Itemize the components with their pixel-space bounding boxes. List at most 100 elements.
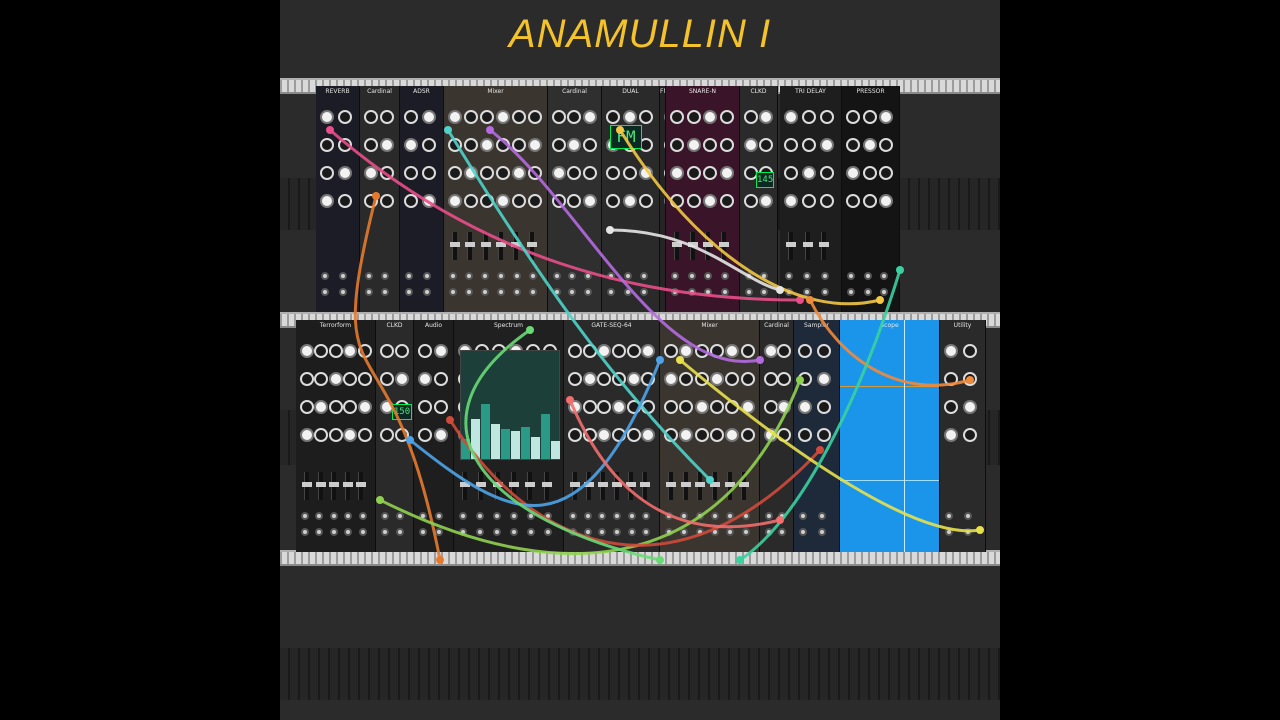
jack[interactable] xyxy=(419,528,427,536)
knob[interactable] xyxy=(879,194,894,208)
jack[interactable] xyxy=(405,288,413,296)
jack[interactable] xyxy=(704,272,712,280)
row2-module-8[interactable]: Scope xyxy=(840,320,940,552)
knob[interactable] xyxy=(670,166,684,180)
fader[interactable] xyxy=(342,472,353,500)
jack[interactable] xyxy=(339,272,347,280)
knob[interactable] xyxy=(464,110,478,124)
knob[interactable] xyxy=(552,166,566,180)
jack[interactable] xyxy=(544,528,552,536)
knob[interactable] xyxy=(380,194,394,208)
fader[interactable] xyxy=(739,472,750,500)
knob[interactable] xyxy=(664,372,678,386)
jack[interactable] xyxy=(785,288,793,296)
knob[interactable] xyxy=(380,166,394,180)
knob[interactable] xyxy=(703,194,717,208)
knob[interactable] xyxy=(364,138,378,152)
jack[interactable] xyxy=(760,272,768,280)
knob[interactable] xyxy=(944,372,958,386)
row1-module-0[interactable]: REVERB xyxy=(316,86,360,312)
jack[interactable] xyxy=(301,528,309,536)
knob[interactable] xyxy=(567,110,582,124)
jack[interactable] xyxy=(497,272,505,280)
knob[interactable] xyxy=(364,194,378,208)
jack[interactable] xyxy=(583,272,592,280)
knob[interactable] xyxy=(404,194,418,208)
jack[interactable] xyxy=(863,272,872,280)
knob[interactable] xyxy=(710,372,724,386)
knob[interactable] xyxy=(582,372,597,386)
knob[interactable] xyxy=(944,400,958,414)
knob[interactable] xyxy=(343,428,358,442)
row1-module-8[interactable]: CLKD xyxy=(740,86,778,312)
jack[interactable] xyxy=(945,528,953,536)
knob[interactable] xyxy=(582,138,597,152)
knob[interactable] xyxy=(380,138,394,152)
jack[interactable] xyxy=(680,528,689,536)
row2-module-0[interactable]: Terrorform xyxy=(296,320,376,552)
knob[interactable] xyxy=(879,166,894,180)
jack[interactable] xyxy=(365,272,373,280)
knob[interactable] xyxy=(817,344,831,358)
jack[interactable] xyxy=(818,528,826,536)
jack[interactable] xyxy=(821,272,829,280)
knob[interactable] xyxy=(357,344,372,358)
jack[interactable] xyxy=(607,288,615,296)
knob[interactable] xyxy=(612,344,626,358)
knob[interactable] xyxy=(338,110,352,124)
jack[interactable] xyxy=(760,288,768,296)
knob[interactable] xyxy=(626,428,641,442)
knob[interactable] xyxy=(719,194,734,208)
jack[interactable] xyxy=(680,512,689,520)
jack[interactable] xyxy=(741,528,750,536)
jack[interactable] xyxy=(726,512,735,520)
fader[interactable] xyxy=(315,472,326,500)
jack[interactable] xyxy=(598,528,607,536)
knob[interactable] xyxy=(879,138,894,152)
knob[interactable] xyxy=(512,138,526,152)
fader[interactable] xyxy=(786,232,796,260)
knob[interactable] xyxy=(582,344,597,358)
knob[interactable] xyxy=(567,166,582,180)
knob[interactable] xyxy=(744,110,758,124)
jack[interactable] xyxy=(381,272,389,280)
knob[interactable] xyxy=(582,428,597,442)
jack[interactable] xyxy=(301,512,309,520)
jack[interactable] xyxy=(741,512,750,520)
jack[interactable] xyxy=(381,512,389,520)
row1-module-10[interactable]: PRESSOR xyxy=(842,86,900,312)
row2-module-3[interactable]: Spectrum xyxy=(454,320,564,552)
knob[interactable] xyxy=(380,110,394,124)
jack[interactable] xyxy=(493,528,501,536)
knob[interactable] xyxy=(802,138,816,152)
knob[interactable] xyxy=(764,344,778,358)
fader[interactable] xyxy=(598,472,608,500)
jack[interactable] xyxy=(358,528,367,536)
jack[interactable] xyxy=(315,528,324,536)
knob[interactable] xyxy=(480,110,494,124)
jack[interactable] xyxy=(880,288,889,296)
fader[interactable] xyxy=(329,472,340,500)
knob[interactable] xyxy=(963,400,977,414)
jack[interactable] xyxy=(321,272,329,280)
knob[interactable] xyxy=(703,110,717,124)
knob[interactable] xyxy=(434,372,448,386)
fader[interactable] xyxy=(541,472,552,500)
knob[interactable] xyxy=(846,166,860,180)
knob[interactable] xyxy=(764,400,778,414)
jack[interactable] xyxy=(459,528,467,536)
row2-module-9[interactable]: Utility xyxy=(940,320,986,552)
jack[interactable] xyxy=(695,528,704,536)
knob[interactable] xyxy=(300,344,314,358)
jack[interactable] xyxy=(568,272,577,280)
fader[interactable] xyxy=(509,472,519,500)
knob[interactable] xyxy=(641,428,656,442)
jack[interactable] xyxy=(481,288,489,296)
knob[interactable] xyxy=(314,344,329,358)
jack[interactable] xyxy=(435,512,443,520)
jack[interactable] xyxy=(665,512,673,520)
fader[interactable] xyxy=(802,232,813,260)
knob[interactable] xyxy=(338,166,352,180)
row1-module-7[interactable]: SNARE-N xyxy=(666,86,740,312)
knob[interactable] xyxy=(725,372,740,386)
